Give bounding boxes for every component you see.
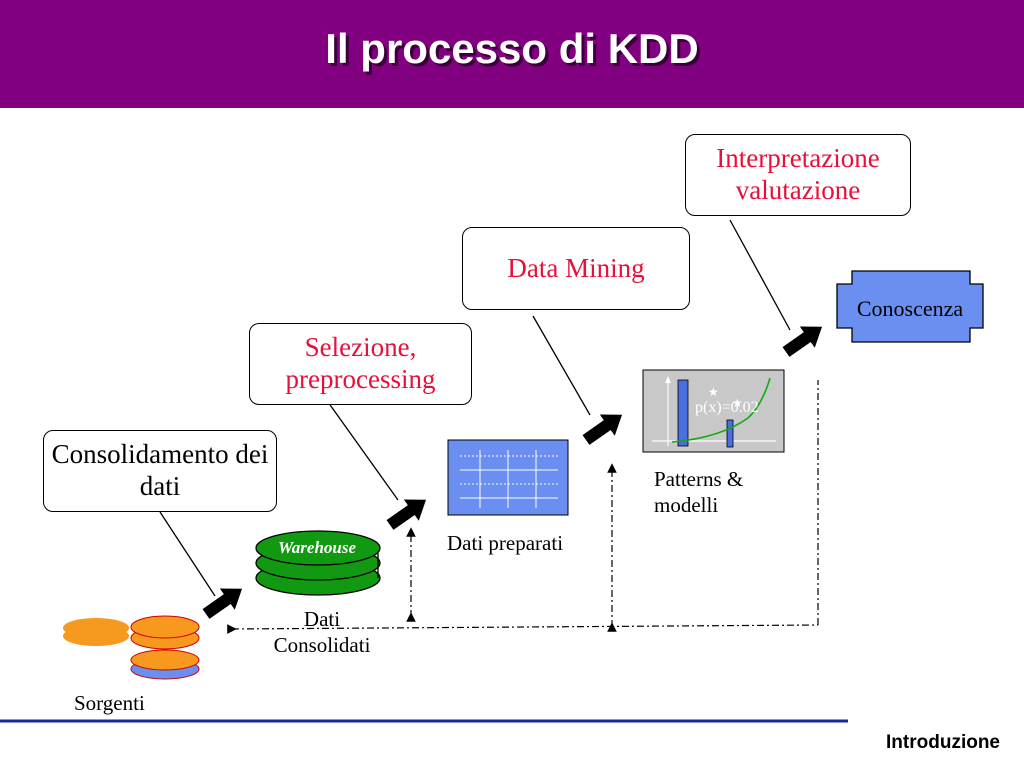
conoscenza-shape: [836, 270, 984, 343]
svg-text:★: ★: [708, 385, 719, 399]
feedback-lines: [227, 380, 819, 634]
arrow-to-dati-preparati: [386, 499, 427, 530]
label-dati-consolidati: Dati Consolidati: [273, 607, 371, 658]
label-dati-preparati: Dati preparati: [447, 531, 564, 555]
step-consolidamento: Consolidamento dei dati: [43, 430, 277, 512]
arrow-to-warehouse: [202, 588, 243, 619]
warehouse-stack: [255, 530, 381, 596]
connector-interpretazione: [729, 219, 791, 331]
step-data-mining: Data Mining: [462, 227, 690, 310]
step-interpretazione: Interpretazione valutazione: [685, 134, 911, 216]
arrow-to-patterns: [582, 414, 623, 445]
patterns-chart: ★ ★: [642, 369, 785, 453]
prepared-data-table: [447, 439, 569, 516]
step-consolidamento-label: Consolidamento dei dati: [51, 439, 269, 501]
page-title: Il processo di KDD: [325, 25, 699, 72]
connector-data-mining: [532, 315, 591, 416]
warehouse-label: Warehouse: [278, 538, 357, 557]
step-selezione-label: Selezione, preprocessing: [285, 332, 436, 394]
footer-section: Introduzione: [886, 732, 1000, 753]
step-data-mining-label: Data Mining: [507, 252, 645, 283]
chart-formula: p(x)=0.02: [695, 399, 759, 416]
label-sorgenti: Sorgenti: [74, 691, 145, 715]
step-selezione: Selezione, preprocessing: [249, 323, 472, 405]
label-patterns: Patterns & modelli: [654, 467, 744, 518]
title-banner: Il processo di KDD: [0, 0, 1024, 108]
source-disks: [63, 615, 200, 680]
step-interpretazione-label: Interpretazione valutazione: [716, 143, 880, 205]
connector-selezione: [327, 401, 399, 501]
conoscenza-label: Conoscenza: [857, 296, 964, 321]
arrow-to-conoscenza: [782, 326, 823, 357]
svg-text:★: ★: [732, 396, 743, 410]
connector-consolidamento: [159, 511, 216, 597]
